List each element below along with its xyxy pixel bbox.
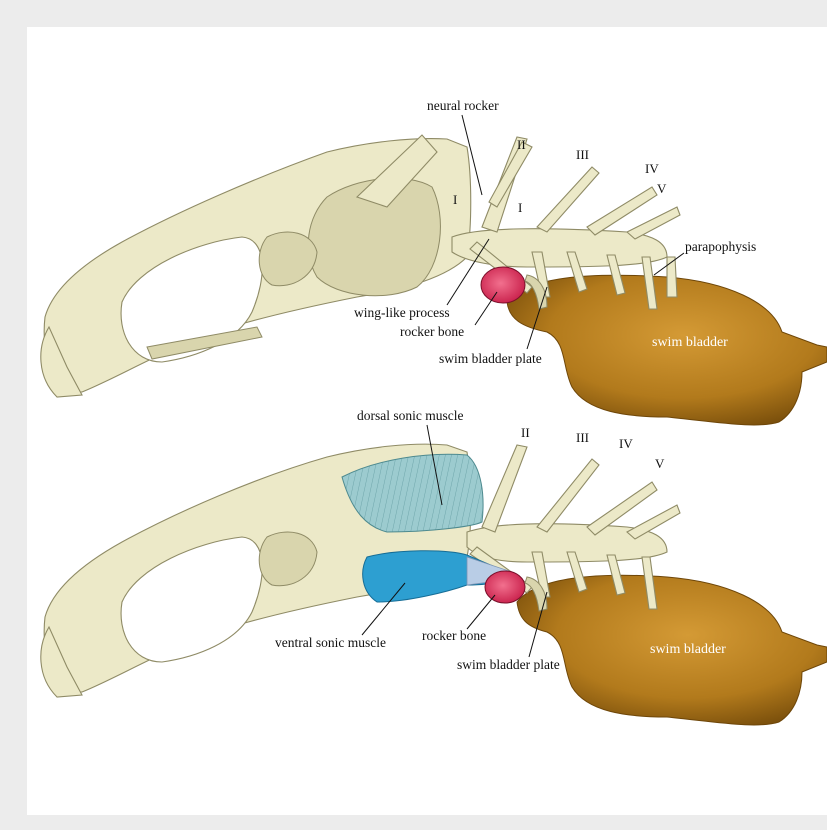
label-vertebra-i: I bbox=[453, 192, 457, 207]
label-swim-bladder-top: swim bladder bbox=[652, 335, 728, 350]
anatomy-figure: neural rocker I II III IV V I wing-like … bbox=[27, 27, 827, 815]
top-specimen bbox=[41, 135, 827, 425]
label-swim-bladder-plate-bottom: swim bladder plate bbox=[457, 657, 560, 672]
label-vertebra-iv-bottom: IV bbox=[619, 436, 633, 451]
label-vertebra-v-bottom: V bbox=[655, 456, 665, 471]
label-vertebra-ii: II bbox=[517, 137, 526, 152]
label-wing-like-process: wing-like process bbox=[354, 305, 450, 320]
label-swim-bladder-plate-top: swim bladder plate bbox=[439, 351, 542, 366]
label-vertebra-i-second: I bbox=[518, 200, 522, 215]
label-swim-bladder-bottom: swim bladder bbox=[650, 642, 726, 657]
label-vertebra-iii-bottom: III bbox=[576, 430, 589, 445]
label-rocker-bone-bottom: rocker bone bbox=[422, 628, 486, 643]
top-swim-bladder bbox=[507, 275, 827, 425]
figure-panel: neural rocker I II III IV V I wing-like … bbox=[27, 27, 827, 815]
label-neural-rocker: neural rocker bbox=[427, 98, 499, 113]
bottom-specimen bbox=[41, 444, 827, 725]
label-ventral-sonic-muscle: ventral sonic muscle bbox=[275, 635, 386, 650]
label-parapophysis: parapophysis bbox=[685, 239, 756, 254]
label-rocker-bone-top: rocker bone bbox=[400, 324, 464, 339]
top-skull bbox=[41, 135, 471, 397]
label-vertebra-iv: IV bbox=[645, 161, 659, 176]
label-vertebra-ii-bottom: II bbox=[521, 425, 530, 440]
label-vertebra-v: V bbox=[657, 181, 667, 196]
bottom-rocker-bone bbox=[485, 571, 525, 603]
top-rocker-bone bbox=[481, 267, 525, 303]
label-vertebra-iii: III bbox=[576, 147, 589, 162]
label-dorsal-sonic-muscle: dorsal sonic muscle bbox=[357, 408, 463, 423]
